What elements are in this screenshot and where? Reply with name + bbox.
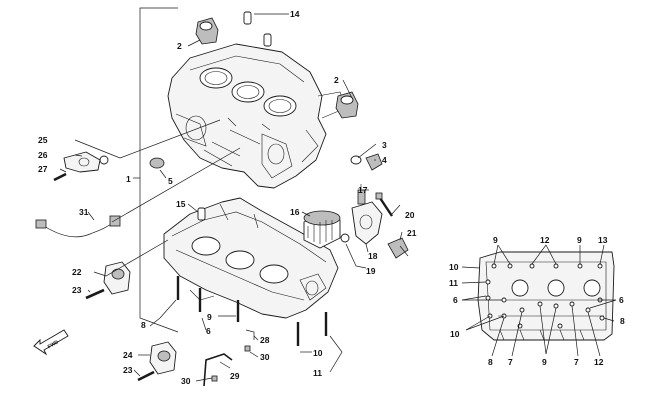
callout-2-right: 2	[334, 75, 339, 85]
callout-1: 1	[126, 174, 131, 184]
callout-24: 24	[123, 350, 133, 360]
engine-mount-right	[335, 91, 359, 119]
forward-arrow: FWD	[33, 329, 69, 356]
leader-lines	[59, 13, 403, 382]
callout-8: 8	[141, 320, 146, 330]
callout-10: 10	[313, 348, 323, 358]
pattern-callout-7-left: 7	[508, 357, 513, 367]
engine-mount-top	[195, 17, 219, 45]
callout-17: 17	[358, 185, 368, 195]
temperature-sensor	[387, 237, 409, 259]
callout-31: 31	[79, 207, 89, 217]
engine-mount-lower-rear	[149, 341, 177, 375]
oil-filter	[303, 210, 341, 249]
callout-6: 6	[206, 326, 211, 336]
pattern-callout-10-bottom: 10	[450, 329, 460, 339]
oil-pressure-sensor	[357, 184, 366, 205]
nut-upper	[244, 345, 251, 352]
dowel-pins	[243, 11, 272, 47]
callout-23-front: 23	[72, 285, 82, 295]
pattern-callout-6-left: 6	[453, 295, 458, 305]
speed-sensor-harness	[35, 215, 121, 238]
callout-9: 9	[207, 312, 212, 322]
pattern-callout-11: 11	[449, 278, 458, 288]
dowel-pin-lower	[197, 207, 206, 221]
pattern-callout-9-left: 9	[493, 235, 498, 245]
pattern-callout-10-top: 10	[449, 262, 459, 272]
callout-3: 3	[382, 140, 387, 150]
valve-housing	[351, 201, 383, 245]
pattern-callout-13: 13	[598, 235, 608, 245]
engine-mount-lower-front	[103, 261, 131, 295]
pattern-callout-6-right: 6	[619, 295, 624, 305]
bolt-pattern-leaders	[461, 244, 617, 357]
callout-26: 26	[38, 150, 48, 160]
pattern-callout-12-bottom: 12	[594, 357, 604, 367]
callout-16: 16	[290, 207, 300, 217]
callout-25: 25	[38, 135, 48, 145]
callout-18: 18	[368, 251, 378, 261]
cap	[365, 153, 383, 171]
pattern-callout-12-top: 12	[540, 235, 550, 245]
fwd-label: FWD	[47, 339, 60, 350]
callout-19: 19	[366, 266, 376, 276]
callout-labels: 1 2 2 3 4 5 6 8 9 10 11 14 15 16 17 18 1…	[38, 9, 417, 386]
nut-lower	[211, 375, 218, 382]
mount-bolt-rear	[137, 370, 155, 382]
callout-5: 5	[168, 176, 173, 186]
callout-22: 22	[72, 267, 82, 277]
callout-14: 14	[290, 9, 300, 19]
pattern-callout-8-right: 8	[620, 316, 625, 326]
crankcase-bolts	[176, 276, 328, 346]
callout-28: 28	[260, 335, 270, 345]
plug	[149, 157, 165, 169]
mount-bolt-front	[85, 288, 105, 300]
callout-21: 21	[407, 228, 417, 238]
bolt-pattern-view	[477, 251, 615, 341]
callout-11: 11	[313, 368, 322, 378]
pattern-callout-8-bottom: 8	[488, 357, 493, 367]
callout-23-rear: 23	[123, 365, 133, 375]
callout-15: 15	[176, 199, 186, 209]
pattern-callout-9-bottom: 9	[542, 357, 547, 367]
housing-bolt	[375, 192, 393, 217]
assembly-bracket	[133, 7, 179, 333]
callout-4: 4	[382, 155, 387, 165]
callout-29: 29	[230, 371, 240, 381]
pipe-clip	[245, 329, 255, 340]
lower-crankcase	[163, 197, 339, 319]
oil-pipe	[203, 353, 233, 387]
bolt-pattern-labels: 9 12 9 13 10 11 6 6 8 10 8 7 9 7 12	[449, 235, 625, 367]
callout-30-upper: 30	[260, 352, 270, 362]
callout-30-lower: 30	[181, 376, 191, 386]
pattern-callout-7-right: 7	[574, 357, 579, 367]
bracket-bolt	[53, 172, 67, 182]
callout-2-top: 2	[177, 41, 182, 51]
breather-bracket	[63, 151, 109, 173]
upper-crankcase	[167, 43, 347, 189]
callout-20: 20	[405, 210, 415, 220]
o-ring-housing	[340, 233, 350, 243]
pattern-callout-9-right: 9	[577, 235, 582, 245]
callout-27: 27	[38, 164, 48, 174]
